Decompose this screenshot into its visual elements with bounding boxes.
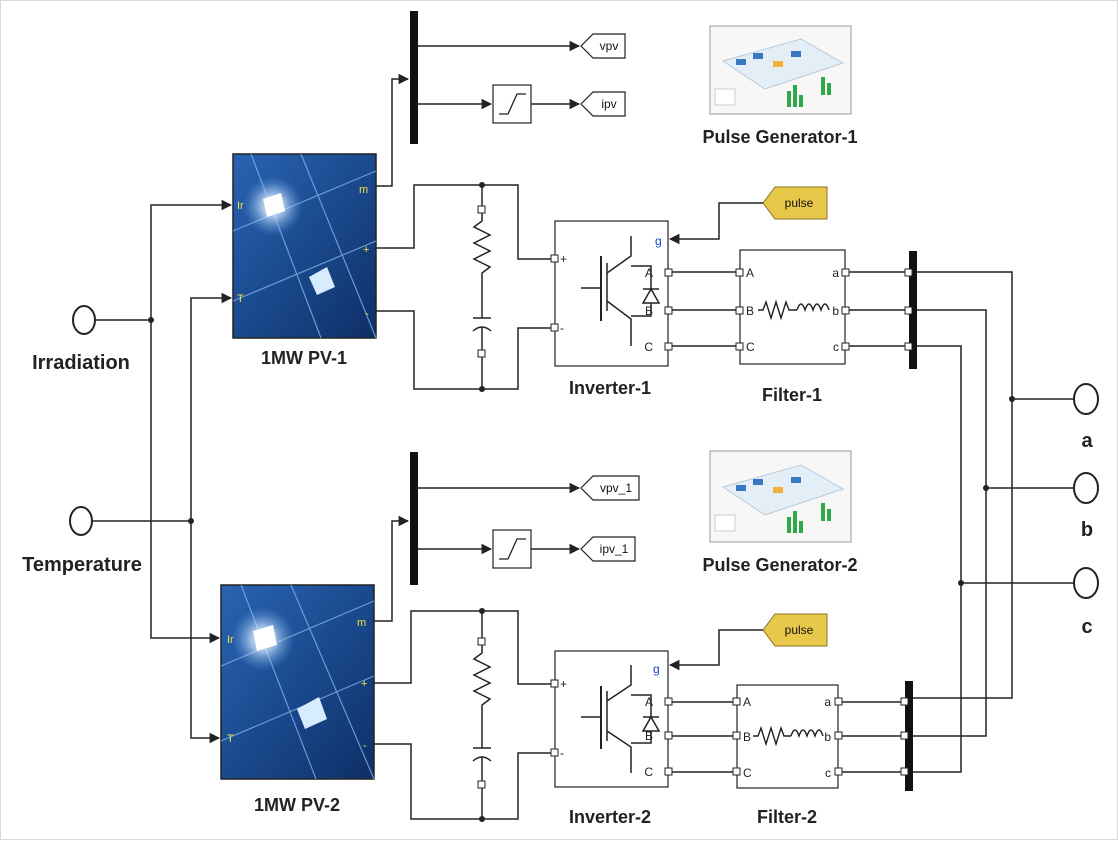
inv2-a-port: A [645, 695, 653, 709]
pulse-generator-2-block[interactable] [709, 450, 852, 543]
filter1-out-b: b [832, 304, 839, 318]
goto-vpv[interactable]: vpv [580, 33, 626, 59]
filter-2-block[interactable]: A B C a b c [732, 684, 843, 789]
pulse-generator-1-block[interactable] [709, 25, 852, 115]
goto-vpv-1[interactable]: vpv_1 [580, 475, 640, 501]
demux-1[interactable] [410, 11, 418, 144]
irradiation-port[interactable] [72, 305, 96, 335]
inv1-a-port: A [645, 266, 653, 280]
temperature-port[interactable] [69, 506, 93, 536]
inv1-plus-port: + [560, 252, 567, 266]
output-b-label: b [1081, 519, 1093, 541]
pv1-m-port: m [359, 184, 368, 196]
goto-ipv[interactable]: ipv [580, 91, 626, 117]
capacitor-1[interactable] [472, 291, 492, 358]
filter2-in-a: A [743, 695, 751, 709]
filter1-in-c: C [746, 340, 755, 354]
pv-array-1-block[interactable]: Ir T m + - [232, 153, 377, 339]
from-pulse-1[interactable]: pulse [762, 186, 828, 220]
irradiation-label: Irradiation [32, 352, 130, 374]
measure-wires-1 [376, 40, 581, 187]
pulse-1-wire [668, 202, 763, 245]
goto-vpv-label: vpv [600, 39, 619, 53]
inverter-2-label: Inverter-2 [569, 807, 651, 827]
resistor-2[interactable] [472, 637, 492, 721]
filter2-out-b: b [824, 730, 831, 744]
output-c-label: c [1081, 616, 1092, 638]
pv1-label: 1MW PV-1 [261, 348, 347, 368]
resistor-1[interactable] [472, 205, 492, 291]
inv1-g-port: g [655, 234, 662, 248]
capacitor-2[interactable] [472, 721, 492, 789]
pv1-minus-port: - [365, 308, 369, 320]
pv1-t-port: T [237, 293, 244, 305]
filter2-in-b: B [743, 730, 751, 744]
from-pulse-1-label: pulse [785, 196, 814, 210]
measure-wires-2 [374, 482, 581, 622]
filter1-out-a: a [832, 266, 839, 280]
pulse-generator-2-label: Pulse Generator-2 [702, 555, 857, 575]
inverter-2-block[interactable]: + - g A B C [550, 650, 673, 788]
pv2-t-port: T [227, 733, 234, 745]
pv1-plus-port: + [363, 244, 369, 256]
pv2-m-port: m [357, 617, 366, 629]
output-a-label: a [1081, 430, 1093, 452]
inv2-c-port: C [644, 765, 653, 779]
from-pulse-2-label: pulse [785, 623, 814, 637]
from-pulse-2[interactable]: pulse [762, 613, 828, 647]
pv2-label: 1MW PV-2 [254, 795, 340, 815]
inv1-minus-port: - [560, 321, 564, 335]
inverter-1-label: Inverter-1 [569, 378, 651, 398]
filter2-out-c: c [825, 766, 831, 780]
pv2-ir-port: Ir [227, 634, 234, 646]
output-port-c[interactable] [1073, 567, 1099, 599]
filter-2-wires-in [672, 701, 734, 773]
pv-array-2-block[interactable]: Ir T m + - [220, 584, 375, 780]
filter1-out-c: c [833, 340, 839, 354]
demux-2[interactable] [410, 452, 418, 585]
pv2-minus-port: - [363, 740, 367, 752]
inv2-b-port: B [645, 729, 653, 743]
pv2-plus-port: + [361, 678, 367, 690]
goto-ipv-label: ipv [601, 97, 616, 111]
temperature-label: Temperature [22, 554, 142, 576]
filter-2-label: Filter-2 [757, 807, 817, 827]
inv2-plus-port: + [560, 677, 567, 691]
dc-link-1-wires [376, 182, 551, 392]
output-port-a[interactable] [1073, 383, 1099, 415]
saturation-block-1[interactable] [492, 84, 532, 124]
temperature-wires [92, 292, 233, 744]
dc-link-2-wires [374, 608, 551, 822]
inv2-g-port: g [653, 662, 660, 676]
output-wires [842, 271, 1074, 773]
inv1-b-port: B [645, 304, 653, 318]
filter-1-wires-in [672, 271, 737, 347]
output-port-b[interactable] [1073, 472, 1099, 504]
filter1-in-b: B [746, 304, 754, 318]
filter2-in-c: C [743, 766, 752, 780]
inverter-1-block[interactable]: + - g A B C [550, 220, 673, 367]
goto-ipv-1-label: ipv_1 [600, 542, 629, 556]
filter2-out-a: a [824, 695, 831, 709]
filter-1-block[interactable]: A B C a b c [735, 249, 850, 365]
goto-vpv-1-label: vpv_1 [600, 481, 632, 495]
inv1-c-port: C [644, 340, 653, 354]
saturation-block-2[interactable] [492, 529, 532, 569]
goto-ipv-1[interactable]: ipv_1 [580, 536, 636, 562]
filter-1-label: Filter-1 [762, 385, 822, 405]
inv2-minus-port: - [560, 746, 564, 760]
bus-1[interactable] [904, 251, 917, 369]
bus-2[interactable] [900, 681, 913, 791]
irradiation-wires [95, 199, 233, 644]
filter1-in-a: A [746, 266, 754, 280]
pulse-2-wire [668, 629, 763, 671]
pv1-ir-port: Ir [237, 200, 244, 212]
pulse-generator-1-label: Pulse Generator-1 [702, 127, 857, 147]
